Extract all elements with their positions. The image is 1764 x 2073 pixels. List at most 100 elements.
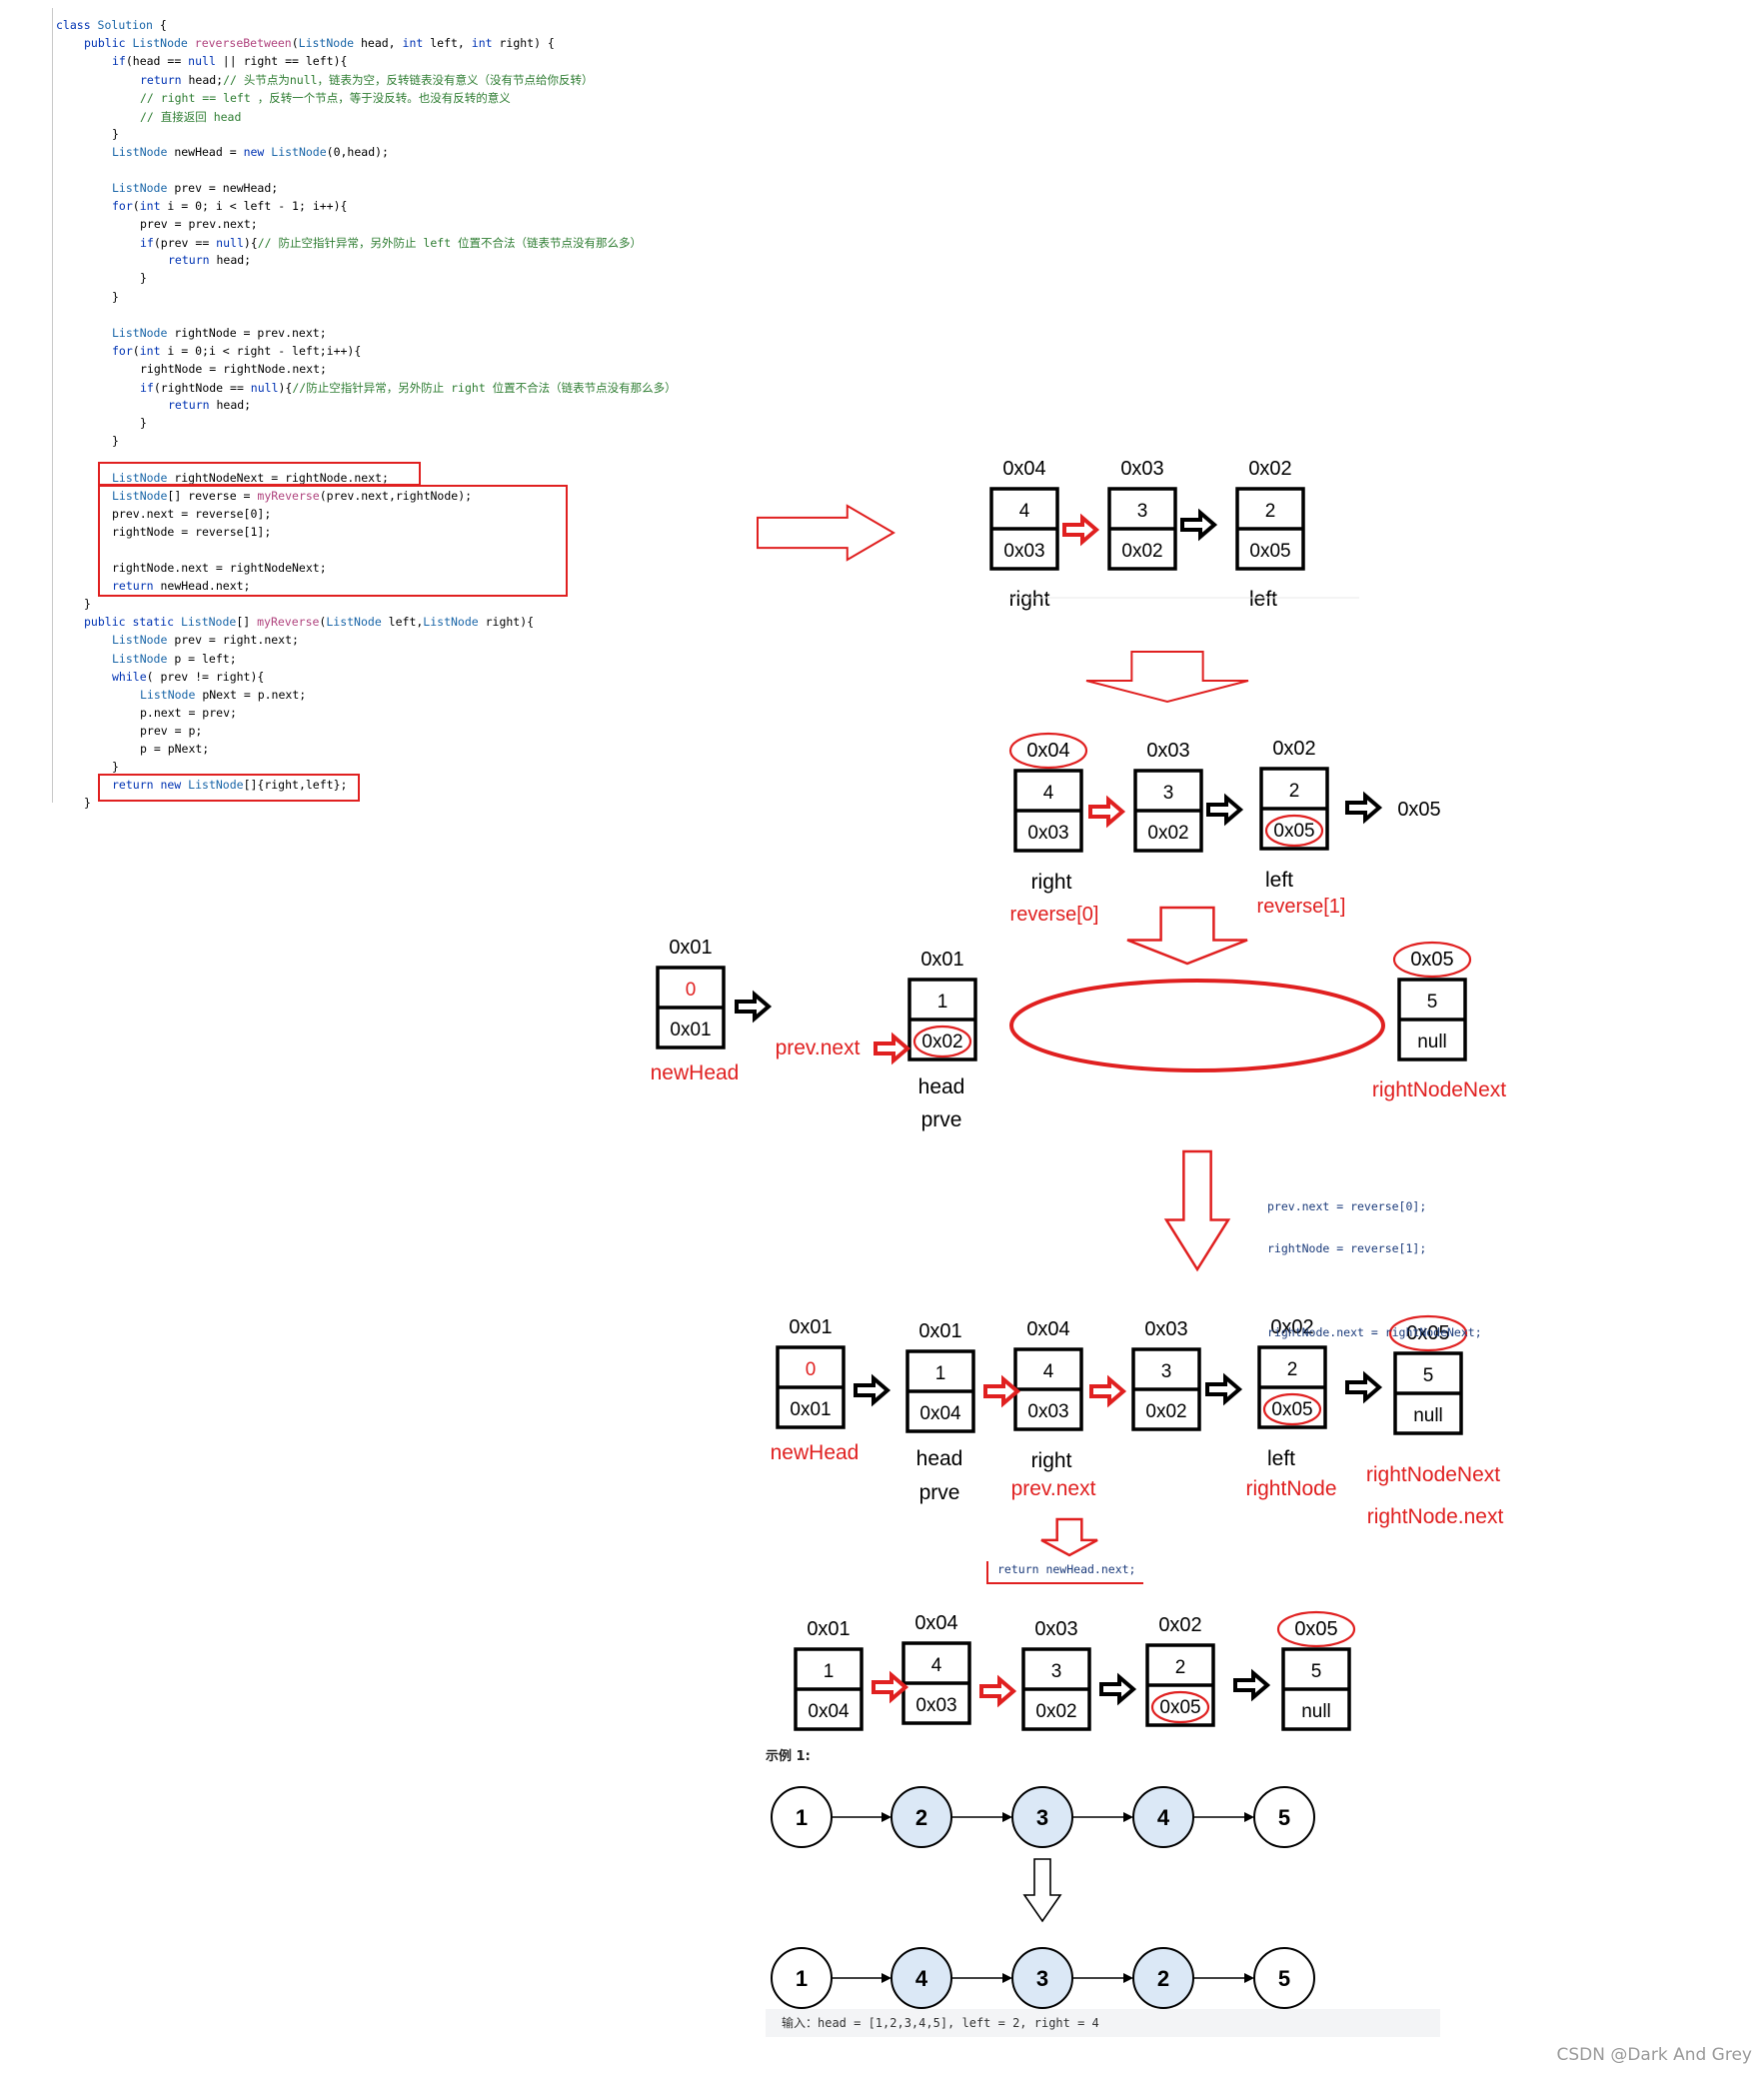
example-node-value: 4 [915,1966,928,1991]
circle-highlight [1276,1610,1356,1648]
node-next: null [1417,1032,1447,1052]
big-arrow-down [1085,651,1249,704]
link-arrow [1180,508,1218,542]
link-arrow [735,990,773,1024]
node-address: 0x04 [1026,1318,1069,1340]
example-node [1132,1786,1194,1848]
node-next: 0x03 [1027,1401,1068,1422]
code-line: ListNode prev = right.next; [112,633,299,648]
code-line: return head; [168,398,252,413]
tail-address: 0x05 [1397,799,1440,821]
code-line: prev = p; [140,723,203,738]
node-value: 1 [935,1363,946,1384]
code-line: rightNode = reverse[1]; [112,524,272,539]
code-line: if(head == null || right == left){ [112,54,348,69]
code-line: class Solution { [56,18,167,32]
label-right: right [1031,1449,1072,1472]
node-value: 0 [686,980,697,1001]
example-title: 示例 1: [766,1749,811,1764]
label-reverse1: reverse[1] [1257,896,1346,918]
node-value: 4 [1043,1361,1054,1382]
node-next: 0x02 [1147,823,1188,844]
node-next: 0x03 [915,1695,956,1716]
code-line: } [112,289,119,304]
example-node [1132,1947,1194,2009]
big-arrow-down [1126,906,1248,966]
label-rightnode-next: rightNode.next [1367,1505,1504,1528]
code-line: if(rightNode == null){//防止空指针异常，另外防止 rig… [140,381,677,395]
code-line: if(prev == null){// 防止空指针异常，另外防止 left 位置… [140,236,643,251]
example-arrowhead [1123,1812,1133,1822]
node-value: 4 [1043,783,1054,804]
snippet-line [1267,1283,1482,1297]
label-prve: prve [919,1481,960,1504]
node-value: 3 [1161,1361,1172,1382]
node-address: 0x04 [914,1612,957,1634]
link-arrow [983,1374,1021,1408]
node-next: 0x02 [1121,541,1162,562]
code-line: ListNode pNext = p.next; [140,687,307,702]
code-line: return newHead.next; [112,579,251,594]
watermark: CSDN @Dark And Grey [1556,2045,1752,2065]
node-address: 0x02 [1158,1614,1201,1636]
example-node [890,1947,952,2009]
snippet-line: rightNode.next = rightNodeNext; [1267,1325,1482,1339]
label-prev-next: prev.next [776,1036,861,1059]
circle-highlight [1008,732,1088,770]
code-line: ListNode[] reverse = myReverse(prev.next… [112,488,473,503]
code-line: for(int i = 0;i < right - left;i++){ [112,343,362,358]
highlight-box-reverse-block [98,485,568,597]
label-newhead: newHead [651,1061,740,1084]
code-line: } [112,434,119,449]
code-line: prev.next = reverse[0]; [112,506,272,521]
example-node [1253,1947,1315,2009]
link-arrow [1089,1374,1127,1408]
code-line: } [84,597,91,612]
example-panel: 示例 1: 输入：head = [1,2,3,4,5], left = 2, r… [748,1741,1447,2046]
label-prev-next: prev.next [1011,1477,1096,1500]
link-arrow [872,1670,909,1704]
example-node [890,1786,952,1848]
link-arrow [1088,795,1126,829]
node-value: 2 [1287,1359,1298,1380]
node-next: 0x05 [1159,1697,1200,1718]
example-node [1253,1786,1315,1848]
node-value: 1 [937,992,948,1013]
link-arrow [874,1032,911,1065]
label-head: head [916,1447,963,1470]
node-next: 0x03 [1003,541,1044,562]
code-line: while( prev != right){ [112,669,265,684]
code-line: ListNode prev = newHead; [112,180,279,195]
example-node-value: 1 [796,1805,808,1830]
node-next: 0x02 [1035,1701,1076,1722]
label-left: left [1249,588,1277,611]
code-line: prev = prev.next; [140,217,258,232]
node-address: 0x01 [807,1618,850,1640]
node-address: 0x01 [918,1320,961,1342]
label-rightnodenext: rightNodeNext [1366,1463,1500,1486]
circle-highlight [1392,941,1472,979]
example-arrowhead [882,1973,891,1983]
node-address: 0x01 [669,937,712,959]
example-node-value: 4 [1157,1805,1170,1830]
code-line: } [140,416,147,431]
example-node-value: 1 [796,1966,808,1991]
node-address: 0x05 [1406,1322,1449,1344]
node-address: 0x03 [1144,1318,1187,1340]
label-prve: prve [921,1108,962,1131]
code-line: public ListNode reverseBetween(ListNode … [84,36,555,51]
example-arrowhead [1002,1973,1012,1983]
code-snippet-return: return newHead.next; [997,1562,1136,1576]
example-node [771,1786,833,1848]
circle-highlight [912,1025,972,1058]
node-value: 3 [1137,501,1148,522]
node-next: 0x01 [790,1399,831,1420]
snippet-line: prev.next = reverse[0]; [1267,1199,1427,1213]
node-value: 2 [1265,501,1276,522]
node-next: 0x05 [1271,1399,1312,1420]
code-line: for(int i = 0; i < left - 1; i++){ [112,199,348,213]
circle-highlight [1150,1690,1210,1724]
example-node-value: 5 [1278,1805,1290,1830]
code-line: rightNode.next = rightNodeNext; [112,561,327,575]
